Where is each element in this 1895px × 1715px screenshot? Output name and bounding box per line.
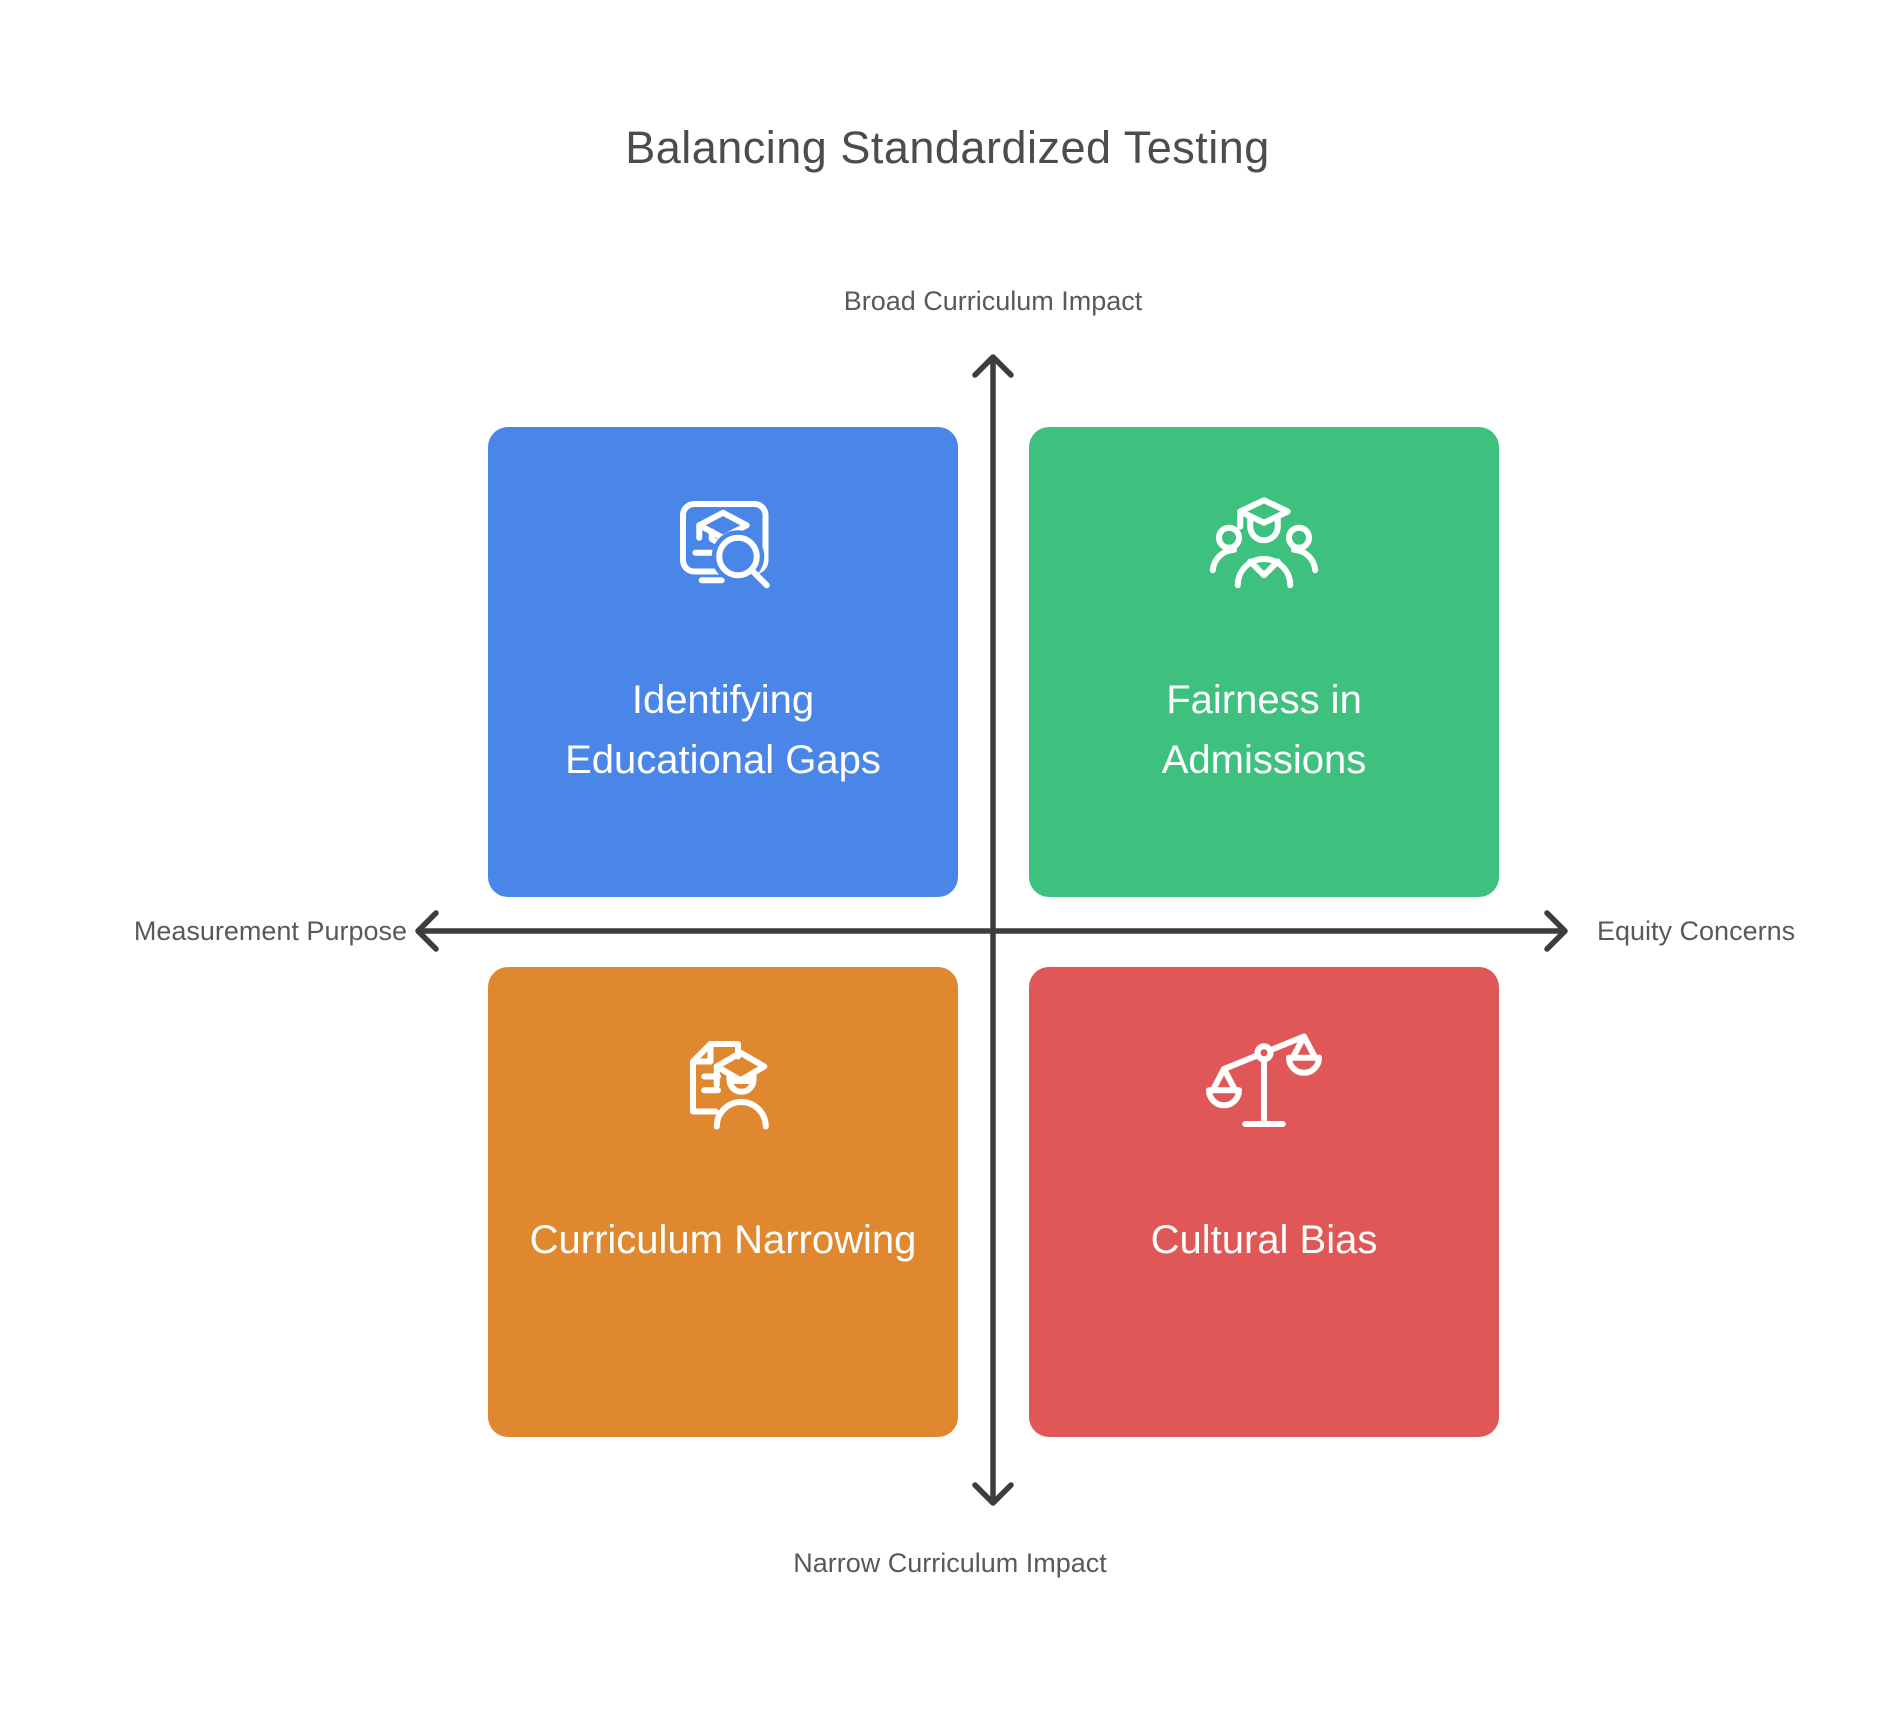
diagram-title: Balancing Standardized Testing	[625, 122, 1270, 173]
quadrant-label: Fairness in Admissions	[1161, 678, 1367, 782]
quadrant-label: Cultural Bias	[1150, 1218, 1378, 1262]
balance-scale-icon	[1204, 1024, 1324, 1144]
axis-label-bottom: Narrow Curriculum Impact	[793, 1548, 1107, 1578]
axis-label-top: Broad Curriculum Impact	[843, 286, 1143, 316]
graduate-group-icon	[1204, 484, 1324, 604]
arrow-up-head-icon	[972, 354, 1014, 378]
axis-label-left: Measurement Purpose	[133, 916, 407, 946]
arrow-left-head-icon	[415, 910, 439, 952]
quadrant-card-bottom-right: Cultural Bias	[1029, 967, 1499, 1437]
quadrant-card-top-right: Fairness in Admissions	[1029, 427, 1499, 897]
quadrant-card-bottom-left: Curriculum Narrowing	[488, 967, 958, 1437]
report-search-icon	[663, 484, 783, 604]
quadrant-card-top-left: Identifying Educational Gaps	[488, 427, 958, 897]
axis-label-right: Equity Concerns	[1597, 916, 1796, 946]
document-student-icon	[663, 1024, 783, 1144]
arrow-right-head-icon	[1544, 910, 1568, 952]
arrow-down-head-icon	[972, 1482, 1014, 1506]
quadrant-label: Curriculum Narrowing	[529, 1218, 917, 1262]
quadrant-label: Identifying Educational Gaps	[565, 678, 881, 782]
